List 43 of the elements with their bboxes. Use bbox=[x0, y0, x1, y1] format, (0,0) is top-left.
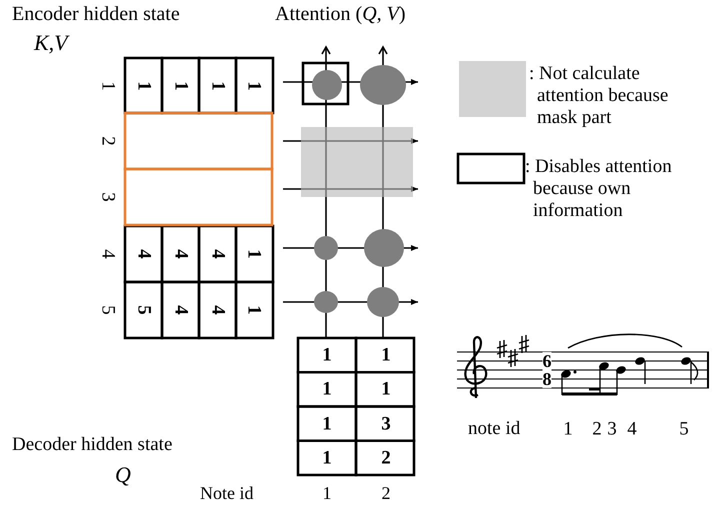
cell-value: 1 bbox=[381, 380, 391, 398]
row-number: 3 bbox=[98, 192, 118, 202]
cell-value: 1 bbox=[171, 81, 190, 91]
cell-value: 1 bbox=[134, 81, 153, 91]
note-number: 3 bbox=[607, 420, 617, 438]
cell-value: 1 bbox=[381, 346, 391, 364]
axis-label: Note id bbox=[200, 484, 254, 502]
note-number: 1 bbox=[563, 420, 573, 438]
note-number: 2 bbox=[592, 420, 602, 438]
cell-value: 1 bbox=[244, 81, 264, 91]
column-number: 2 bbox=[382, 484, 390, 502]
cell-value: 4 bbox=[171, 249, 190, 259]
heading: Encoder hidden state bbox=[12, 4, 180, 24]
cell-value: 4 bbox=[134, 249, 153, 259]
row-number: 2 bbox=[98, 136, 118, 146]
time-signature: 8 bbox=[542, 370, 552, 388]
column-number: 1 bbox=[322, 484, 332, 502]
cell-value: 4 bbox=[208, 305, 227, 315]
legend-text: : Disables attention because own information bbox=[525, 156, 673, 222]
heading: Attention (Q, V) bbox=[275, 4, 406, 24]
cell-value: 4 bbox=[171, 305, 190, 315]
cell-value: 1 bbox=[244, 249, 264, 259]
note-number: 5 bbox=[679, 420, 689, 438]
variable-label: Q bbox=[115, 464, 131, 486]
note-number: 4 bbox=[627, 420, 637, 438]
cell-value: 1 bbox=[322, 380, 332, 398]
legend-text: : Not calculate attention because mask part bbox=[529, 63, 670, 129]
cell-value: 1 bbox=[208, 81, 227, 91]
time-signature: 6 bbox=[542, 352, 552, 370]
variable-label: K,V bbox=[34, 32, 68, 54]
axis-label: note id bbox=[468, 419, 520, 438]
cell-value: 1 bbox=[244, 305, 264, 315]
row-number: 5 bbox=[98, 305, 118, 315]
cell-value: 3 bbox=[381, 414, 391, 434]
cell-value: 1 bbox=[322, 346, 332, 364]
cell-value: 1 bbox=[322, 414, 332, 434]
row-number: 4 bbox=[98, 249, 118, 259]
cell-value: 1 bbox=[322, 448, 332, 468]
row-number: 1 bbox=[98, 81, 118, 91]
cell-value: 4 bbox=[208, 249, 227, 259]
heading: Decoder hidden state bbox=[12, 435, 172, 454]
cell-value: 2 bbox=[381, 448, 391, 468]
cell-value: 5 bbox=[134, 305, 153, 315]
